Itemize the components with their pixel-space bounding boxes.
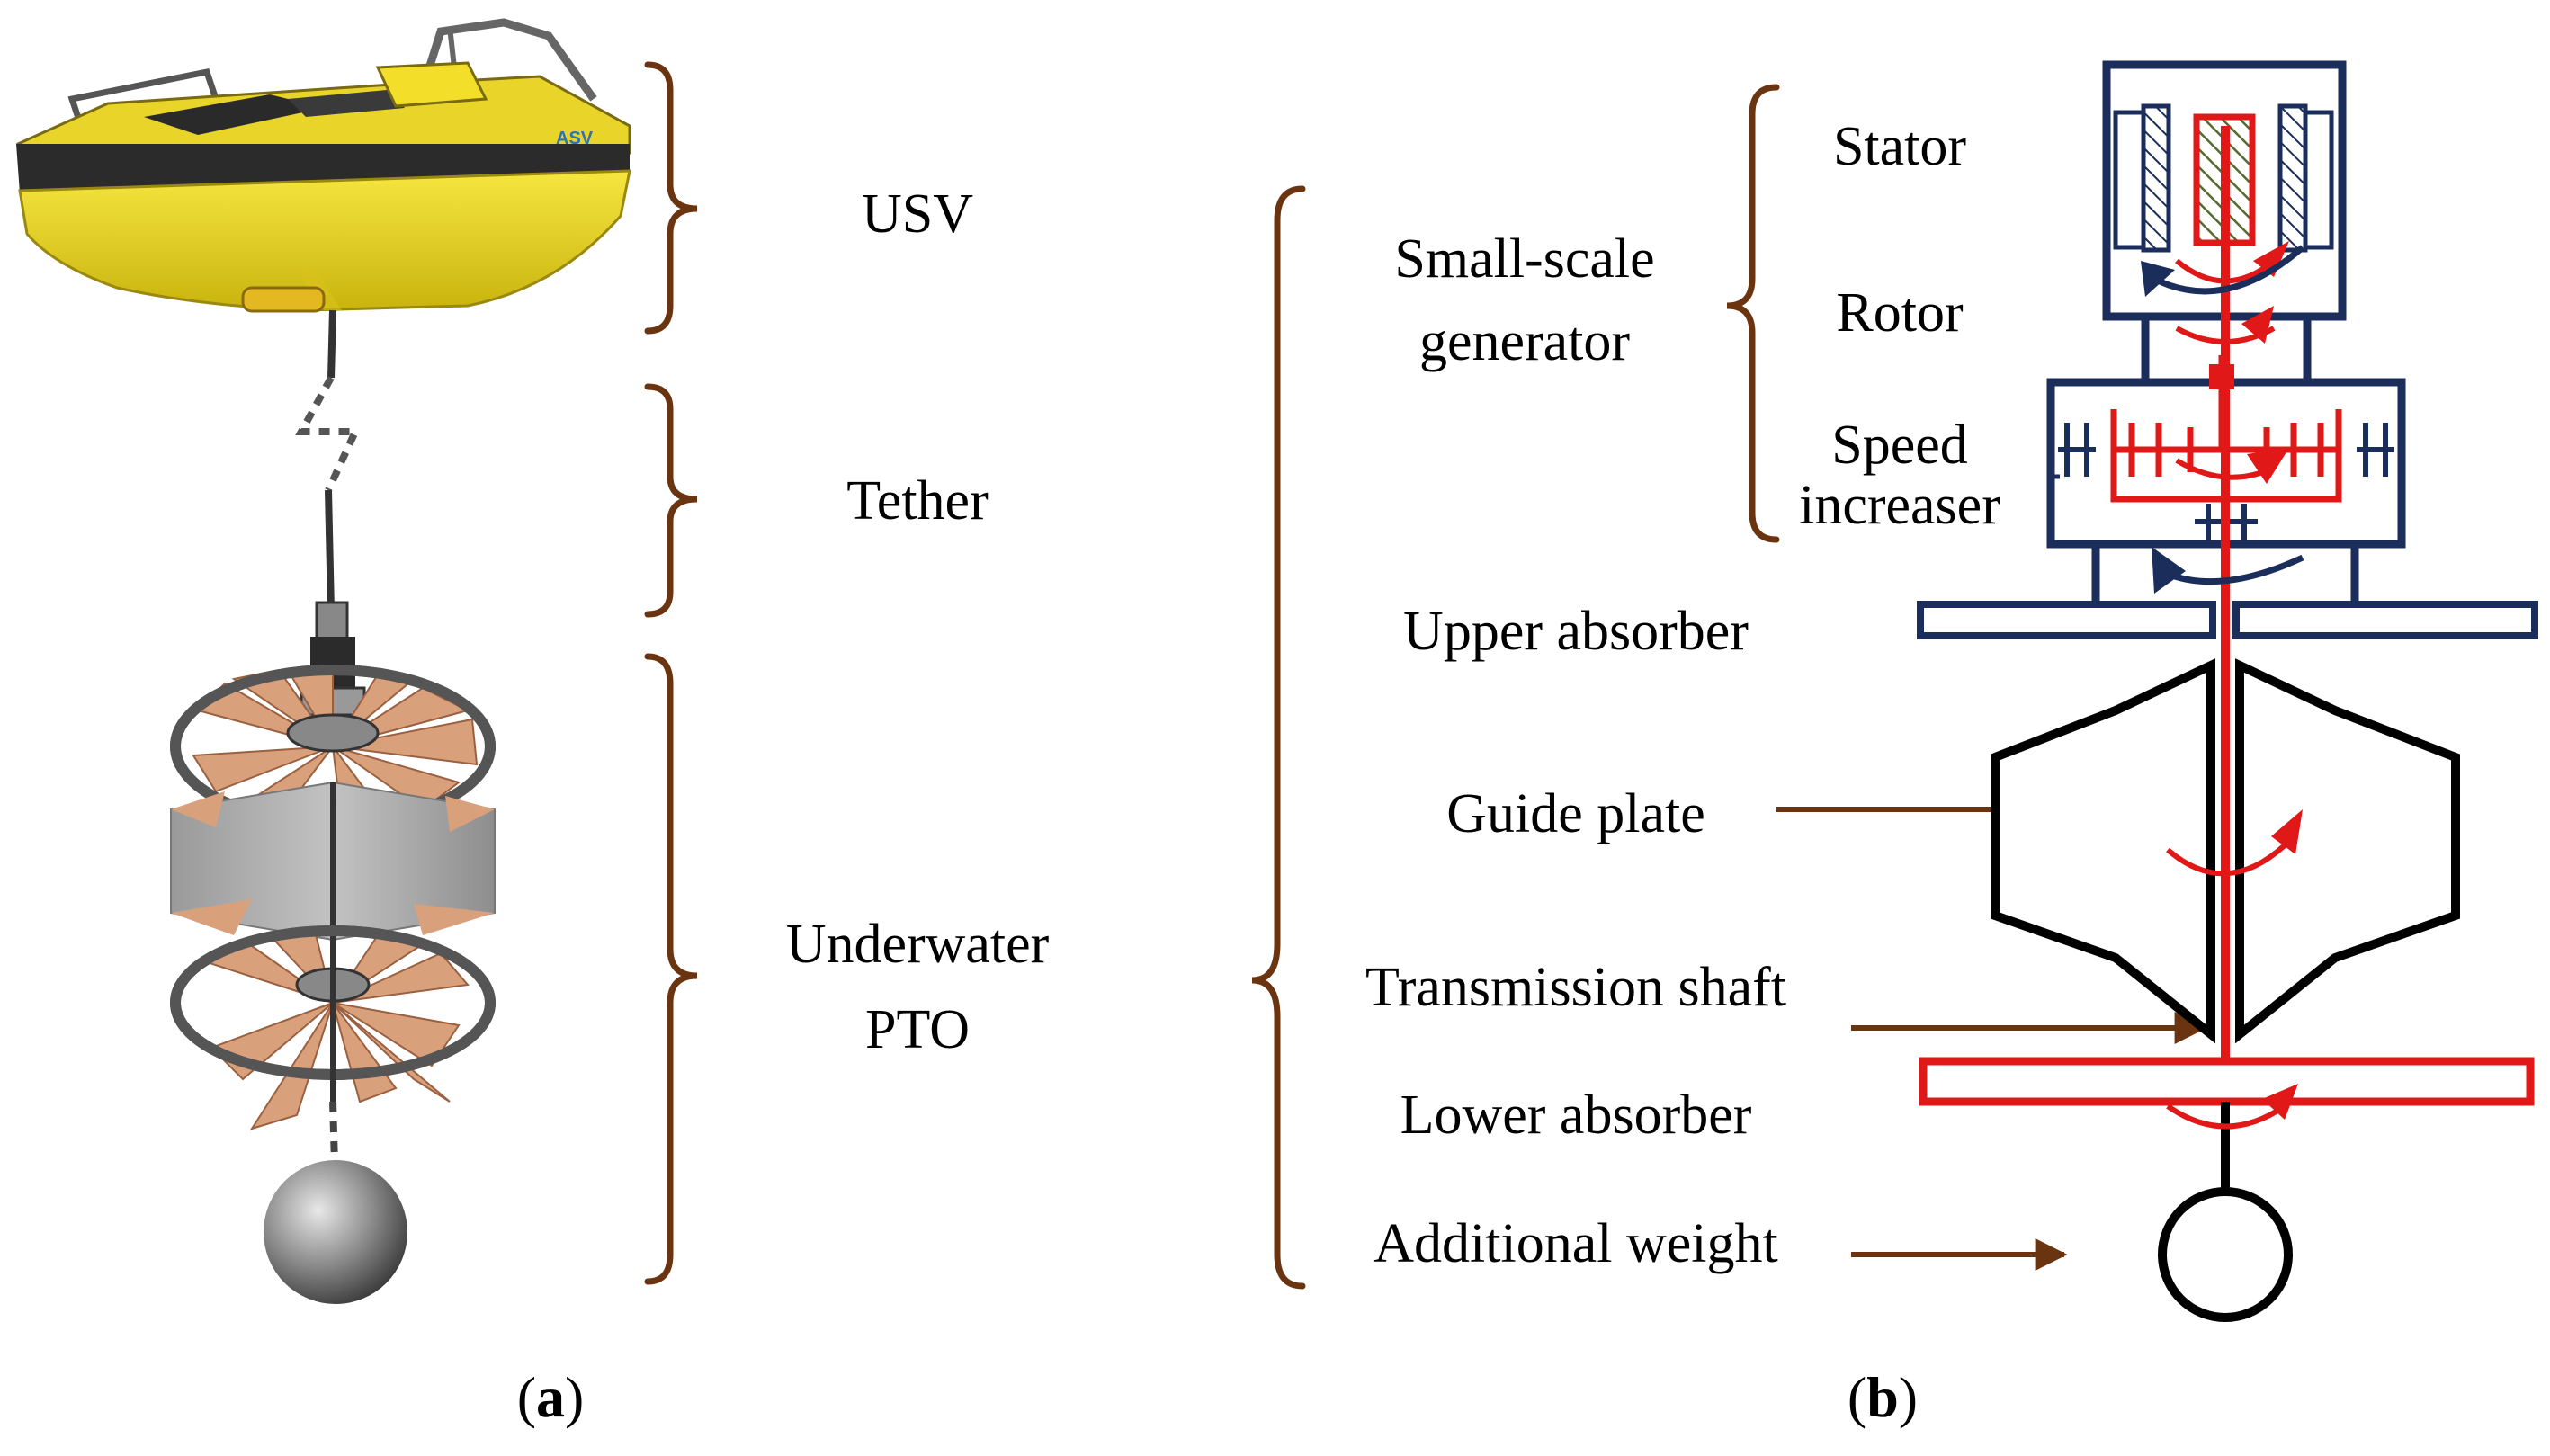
tether-line [295, 309, 362, 612]
speed-increaser-label-line1: Speed [1831, 415, 1968, 476]
transmission-shaft-label: Transmission shaft [1365, 957, 1786, 1018]
generator-label-line1: Small-scale [1394, 228, 1654, 290]
usv-boat: ASV [16, 18, 631, 313]
tether-brace [644, 383, 698, 618]
pto-label-line1: Underwater [786, 914, 1050, 975]
caption-a: (a) [517, 1365, 585, 1429]
underwater-pto-device [170, 601, 496, 1304]
system-brace [1251, 185, 1306, 1290]
generator-brace [1726, 84, 1780, 543]
usv-label: USV [862, 183, 973, 245]
boat-badge: ASV [556, 129, 594, 148]
pto-label-line2: PTO [865, 999, 970, 1060]
guide-plate-label: Guide plate [1446, 783, 1705, 844]
lower-absorber-label: Lower absorber [1400, 1085, 1752, 1146]
rotor-label: Rotor [1836, 282, 1964, 344]
pto-schematic [1917, 60, 2538, 1322]
speed-increaser-label-line2: increaser [1799, 475, 2000, 536]
upper-absorber-label: Upper absorber [1403, 601, 1749, 662]
usv-brace [644, 61, 698, 335]
tether-label: Tether [846, 470, 989, 531]
additional-weight-label: Additional weight [1373, 1213, 1777, 1274]
caption-b: (b) [1848, 1365, 1918, 1429]
stator-label: Stator [1833, 116, 1966, 177]
pto-brace [644, 653, 698, 1285]
generator-label-line2: generator [1419, 311, 1630, 372]
